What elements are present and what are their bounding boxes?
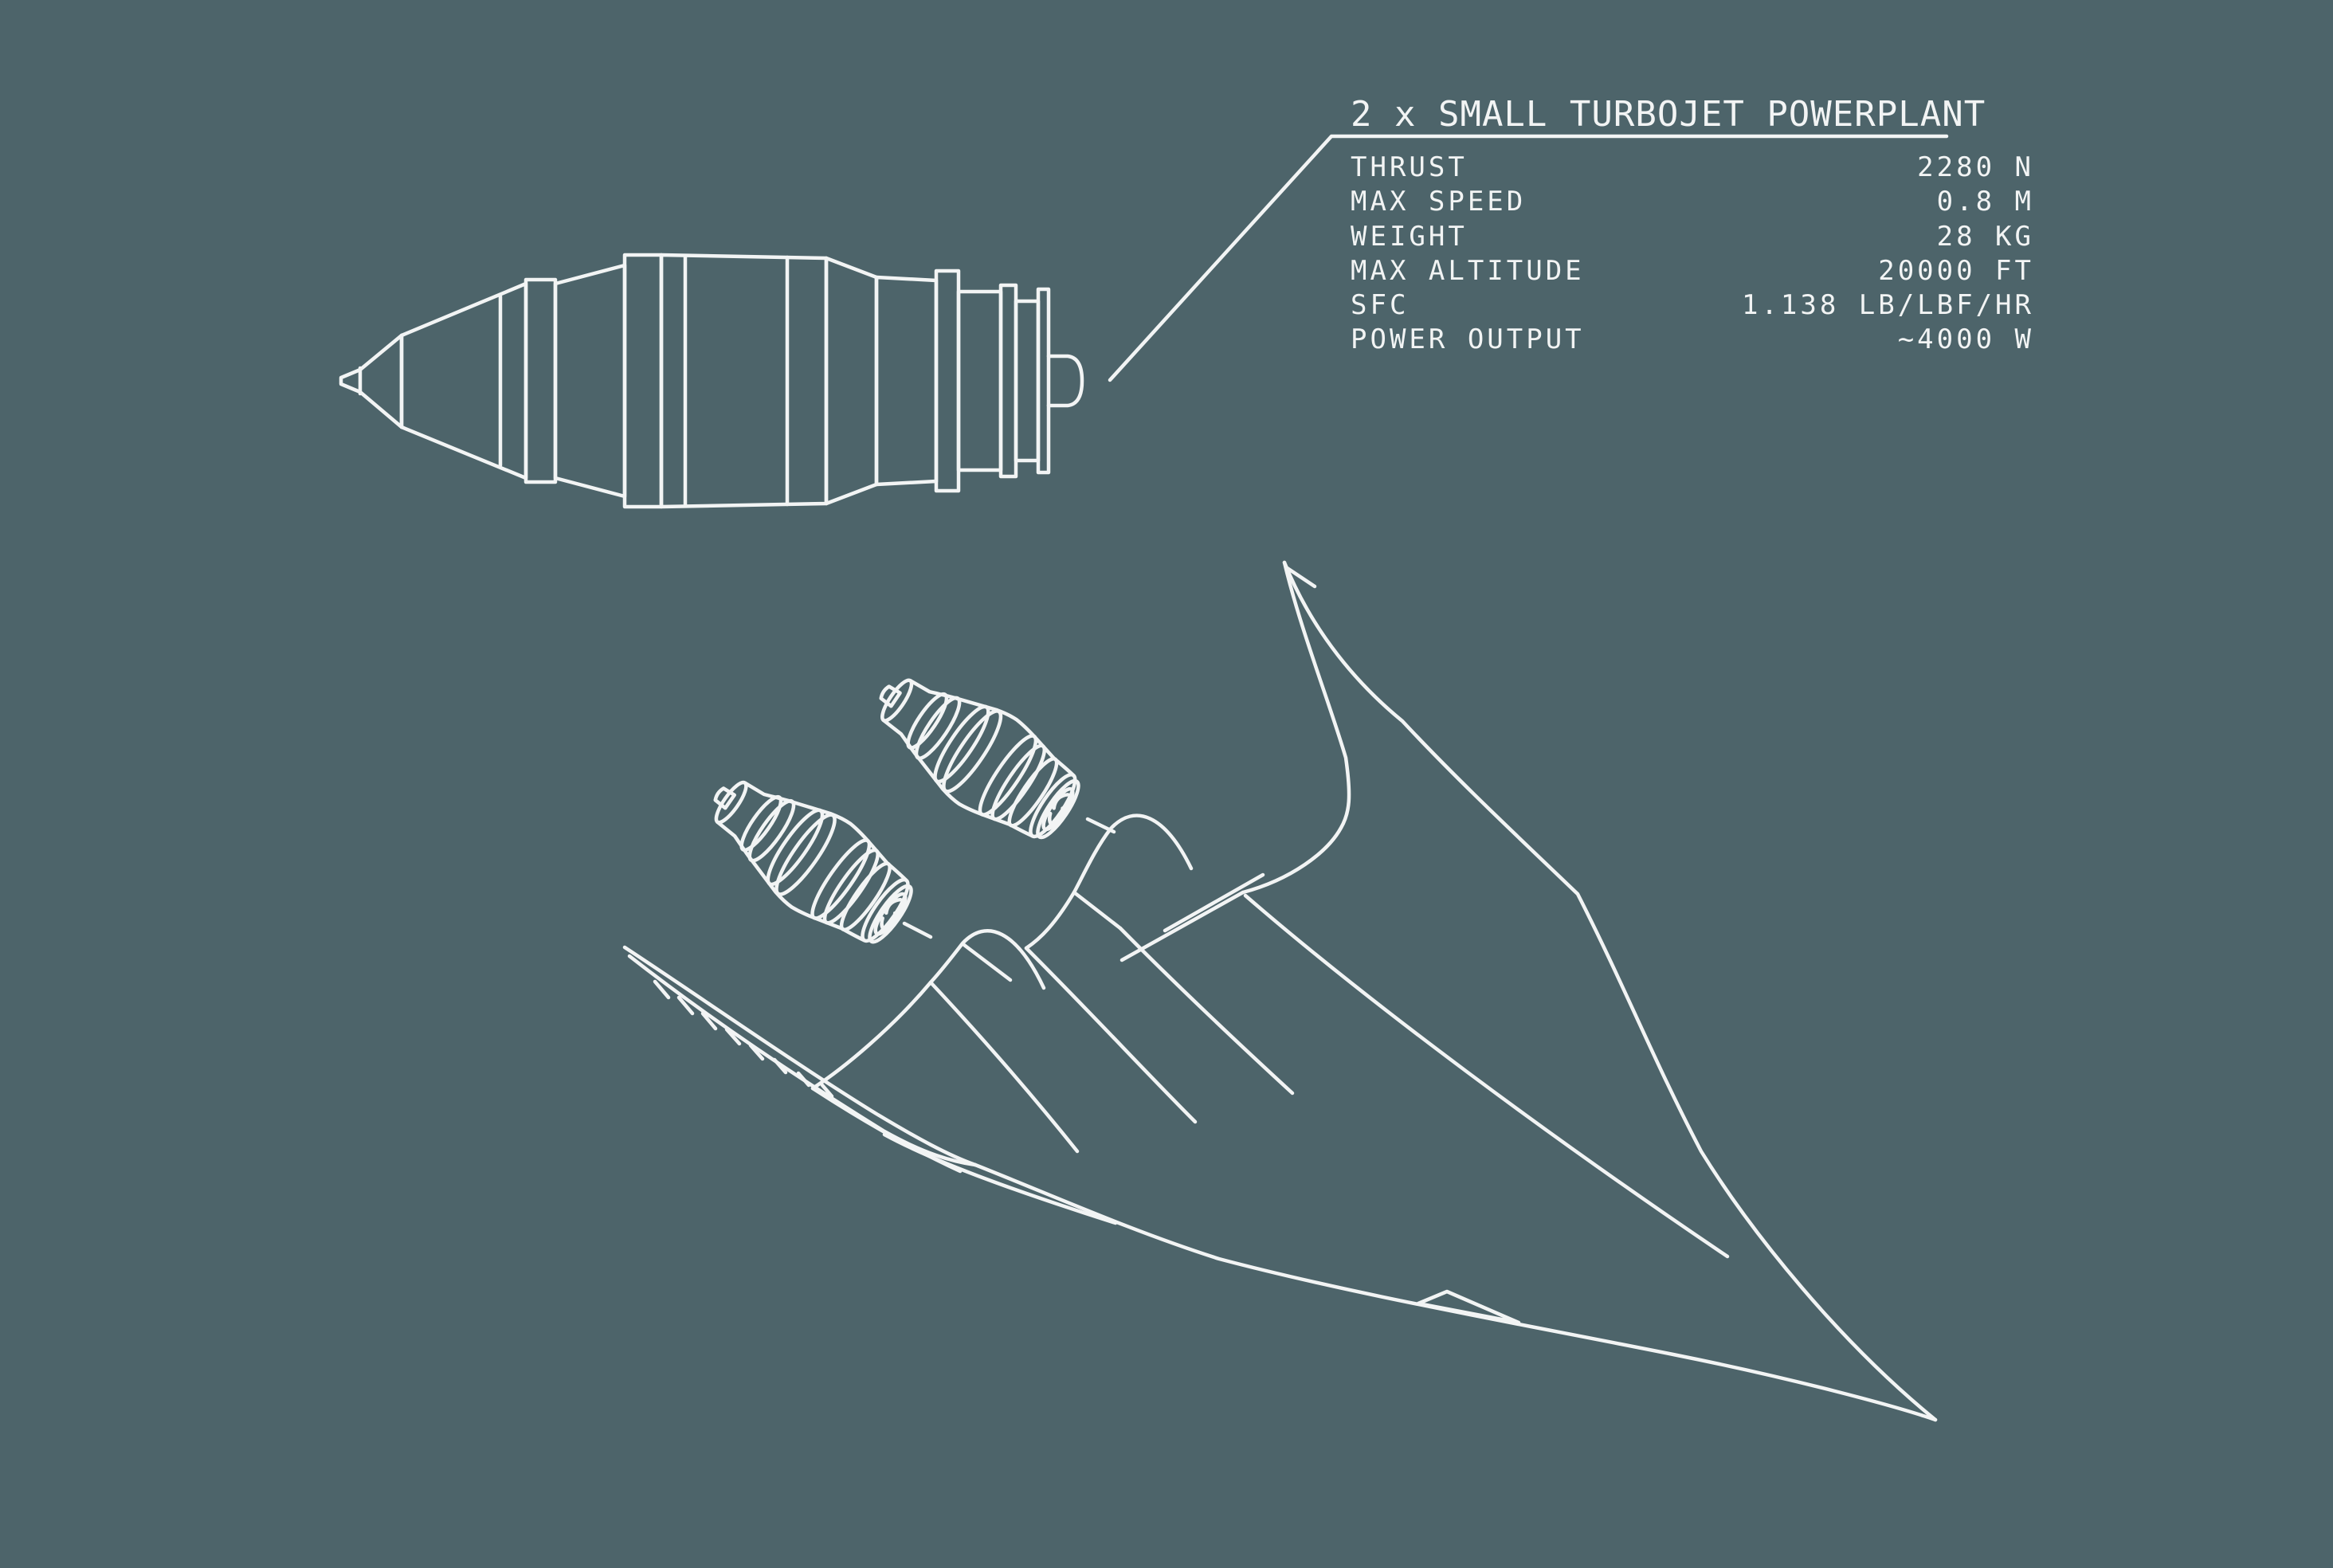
engine-side-view	[339, 253, 1084, 509]
wing-edge-lower	[627, 954, 978, 1167]
spec-value: 28 KG	[1936, 220, 2034, 253]
engine3d-ring	[942, 709, 1003, 794]
engine-exhaust-nub	[1046, 354, 1084, 408]
engine3d-ring	[822, 848, 880, 925]
engine-ring-1	[934, 269, 961, 493]
spec-table: THRUST 2280 N MAX SPEED 0.8 M WEIGHT 28 …	[1351, 151, 2034, 359]
engine3d-exhaust-rim	[1029, 773, 1077, 839]
engine3d-ring	[990, 743, 1047, 821]
engine3d-ring	[810, 838, 872, 920]
engine3d-exhaust-inner	[1041, 786, 1075, 832]
engine-taper	[824, 256, 879, 506]
engine3d-ring	[739, 794, 783, 853]
canopy	[1416, 1289, 1521, 1325]
engine3d-exhaust-rim	[861, 877, 910, 943]
engine-end-disk	[1036, 287, 1051, 475]
engine3d-ring	[839, 861, 892, 932]
fuselage-spine	[1243, 893, 1730, 1259]
spec-title: 2 x SMALL TURBOJET POWERPLANT	[1351, 94, 1986, 135]
engine-collar	[523, 277, 558, 484]
engine-spinner	[339, 333, 404, 429]
engine3d-turbine-blades	[880, 897, 907, 934]
spec-label: THRUST	[1351, 151, 1468, 183]
spec-value: ~4000 W	[1897, 323, 2034, 356]
nacelle-a-branch	[1072, 890, 1123, 931]
spec-label: POWER OUTPUT	[1351, 323, 1585, 356]
spec-value: 2280 N	[1917, 151, 2034, 183]
fin-left-edge	[1241, 560, 1351, 895]
engine-aft-cylinder	[874, 275, 939, 487]
engine3d-ring	[906, 692, 949, 750]
engine3d-ring	[978, 734, 1038, 817]
wing-hatching	[653, 979, 834, 1099]
bottom-edge-highlight	[882, 1132, 1118, 1225]
spec-row-max-speed: MAX SPEED 0.8 M	[1351, 186, 2034, 220]
nacelle-b-leg	[810, 980, 933, 1091]
engine3d-exhaust-inner	[873, 892, 908, 936]
engine-cone-2	[553, 263, 627, 499]
exploded-dash-b	[902, 921, 933, 939]
engine-nozzle-2	[1014, 299, 1041, 463]
engine3d-ring	[914, 696, 962, 760]
engine3d-turbine-blades	[1047, 793, 1075, 829]
engine3d-ring	[766, 808, 825, 887]
engine3d-exhaust-face	[1036, 778, 1080, 840]
engine3d-nub	[713, 786, 736, 810]
spec-value: 0.8 M	[1936, 186, 2034, 218]
spec-label: WEIGHT	[1351, 220, 1468, 253]
aircraft	[622, 560, 1938, 1422]
nacelle-b-chord-1	[928, 980, 1080, 1154]
engine3d-exhaust-face	[868, 884, 913, 944]
nacelle-b-hump	[928, 929, 1046, 990]
fin-tip-bevel	[1284, 565, 1317, 589]
engine-ring-2	[998, 283, 1018, 479]
engine3d-ring	[933, 704, 990, 784]
nacelle-a-chord-1	[1024, 946, 1198, 1124]
fin-root-line-2	[1163, 872, 1265, 933]
spec-value: 20000 FT	[1878, 254, 2034, 287]
engine-3d-a	[879, 678, 1080, 840]
spec-value: 1.138 LB/LBF/HR	[1741, 289, 2034, 322]
engine3d-ring	[747, 798, 796, 863]
fin-right-edge	[1282, 560, 1938, 1422]
spec-row-power-output: POWER OUTPUT ~4000 W	[1351, 323, 2034, 358]
spec-row-sfc: SFC 1.138 LB/LBF/HR	[1351, 289, 2034, 323]
bottom-edge	[973, 1162, 1938, 1422]
engine-band	[622, 253, 664, 509]
spec-row-weight: WEIGHT 28 KG	[1351, 221, 2034, 255]
engine-nozzle-1	[956, 289, 1003, 472]
spec-row-max-altitude: MAX ALTITUDE 20000 FT	[1351, 255, 2034, 289]
spec-label: MAX ALTITUDE	[1351, 254, 1585, 287]
leader-line	[1108, 134, 1949, 382]
nacelle-a-hump	[1024, 813, 1194, 951]
engine3d-nub	[879, 684, 902, 708]
spec-row-thrust: THRUST 2280 N	[1351, 151, 2034, 186]
nacelle-b-branch	[962, 943, 1013, 982]
engine3d-ring	[774, 813, 837, 896]
nacelle-a-chord-2	[1118, 926, 1295, 1096]
engine-3d-b	[713, 780, 913, 944]
spec-panel: 2 x SMALL TURBOJET POWERPLANT THRUST 228…	[1351, 96, 2034, 359]
spec-label: SFC	[1351, 289, 1410, 322]
spec-label: MAX SPEED	[1351, 186, 1527, 218]
wing-edge-upper	[622, 945, 978, 1167]
engine-intake-cone	[399, 281, 528, 480]
engine3d-ring	[1007, 757, 1059, 828]
